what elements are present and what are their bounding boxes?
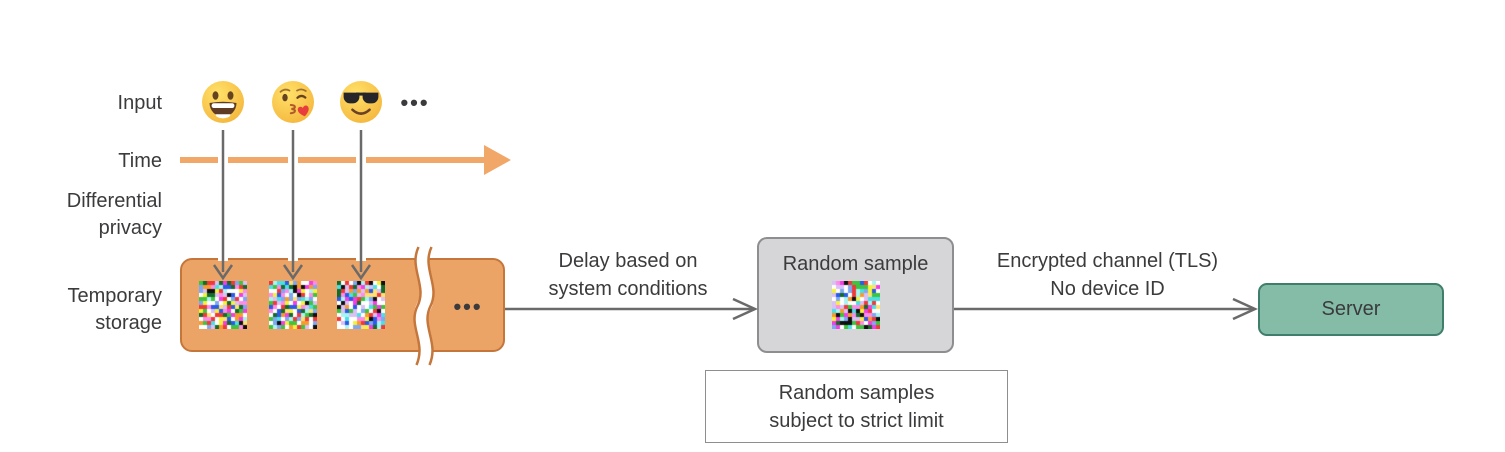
temporary-storage-box: ••• <box>180 258 505 352</box>
smiling-face-with-sunglasses-icon <box>340 81 382 123</box>
input-label: Input <box>117 92 162 114</box>
noise-image <box>269 281 317 329</box>
delay-label: Delay based on system conditions <box>548 250 708 300</box>
noise-image <box>831 281 880 329</box>
input-ellipsis-icon: ••• <box>400 90 430 115</box>
noise-image <box>337 281 385 329</box>
storage-ellipsis-icon: ••• <box>453 294 483 319</box>
grinning-face-icon <box>202 81 244 123</box>
noise-image <box>199 281 247 329</box>
random-sample-box: Random sample <box>757 237 954 353</box>
temporary-storage-label: Temporary storage <box>67 285 162 334</box>
differential-privacy-label: Differential privacy <box>66 190 162 239</box>
time-arrow <box>180 145 511 175</box>
face-blowing-kiss-icon <box>272 81 314 123</box>
server-box: Server <box>1258 283 1444 336</box>
random-sample-title: Random sample <box>782 253 929 275</box>
time-label: Time <box>118 150 162 172</box>
encrypted-channel-label: Encrypted channel (TLS) No device ID <box>996 250 1219 300</box>
server-label: Server <box>1321 298 1381 320</box>
sample-limit-note-box: Random samples subject to strict limit <box>705 370 1008 443</box>
differential-privacy-arrows <box>212 130 372 281</box>
